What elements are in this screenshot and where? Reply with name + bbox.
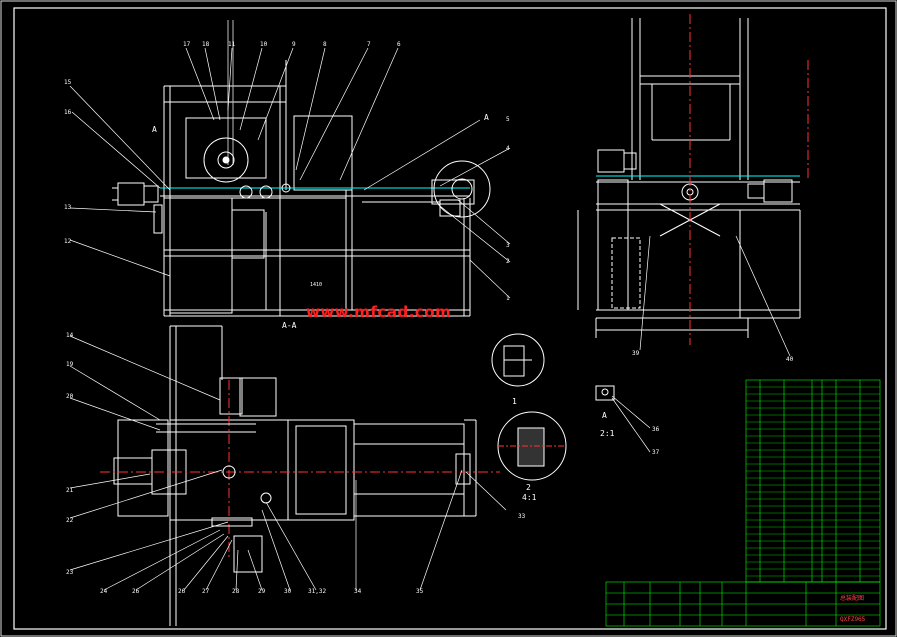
part-30: 30 — [284, 588, 292, 595]
detail-2-scale: 4:1 — [522, 493, 537, 502]
part-16: 16 — [64, 109, 72, 116]
part-25: 26 — [132, 588, 140, 595]
watermark: www.mfcad.com — [306, 303, 452, 321]
part-29: 29 — [258, 588, 266, 595]
part-39: 39 — [632, 350, 640, 357]
part-5: 5 — [506, 116, 510, 123]
part-24: 24 — [100, 588, 108, 595]
section-aa-label: A-A — [282, 321, 297, 330]
part-33: 33 — [518, 513, 526, 520]
title-block-title: 总装配图 — [840, 594, 864, 602]
part-21: 21 — [66, 487, 74, 494]
part-34: 34 — [354, 588, 362, 595]
view-a-label: A — [602, 411, 607, 420]
part-26: 26 — [178, 588, 186, 595]
main-dimension: 1410 — [310, 282, 322, 288]
arrow-a-left: A — [152, 125, 157, 134]
part-20: 20 — [66, 393, 74, 400]
part-9: 9 — [292, 41, 296, 48]
view-a-scale: 2:1 — [600, 429, 615, 438]
part-31-32: 31,32 — [308, 588, 326, 595]
part-6: 6 — [397, 41, 401, 48]
title-block-drawing-no: QXFZ965 — [840, 616, 866, 623]
part-27: 27 — [202, 588, 210, 595]
part-12: 12 — [64, 238, 72, 245]
part-13: 13 — [64, 204, 72, 211]
part-8: 8 — [323, 41, 327, 48]
part-11: 11 — [228, 41, 236, 48]
detail-views — [491, 333, 615, 481]
part-14: 14 — [66, 332, 74, 339]
part-40: 40 — [786, 356, 794, 363]
part-37: 37 — [652, 449, 660, 456]
part-15: 15 — [64, 79, 72, 86]
part-7: 7 — [367, 41, 371, 48]
part-10: 10 — [260, 41, 268, 48]
part-18: 18 — [202, 41, 210, 48]
part-3: 3 — [506, 242, 510, 249]
leader-lines — [69, 47, 791, 591]
parts-list-rows — [746, 386, 880, 577]
part-4: 4 — [506, 145, 510, 152]
part-36: 36 — [652, 426, 660, 433]
part-numbers: 17 18 11 10 9 8 7 6 15 16 13 12 5 4 3 2 … — [64, 41, 794, 595]
side-view — [577, 14, 809, 345]
front-section-view — [112, 20, 491, 317]
inner-border — [13, 7, 887, 630]
part-22: 22 — [66, 517, 74, 524]
part-17: 17 — [183, 41, 191, 48]
part-35: 35 — [416, 588, 424, 595]
plan-view — [100, 325, 500, 626]
part-1: 1 — [506, 295, 510, 302]
part-28: 28 — [232, 588, 240, 595]
title-block — [605, 581, 881, 627]
detail-1-label: 1 — [512, 397, 517, 406]
parts-list-table — [745, 379, 881, 583]
arrow-a-right: A — [484, 113, 489, 122]
detail-2-label: 2 — [526, 483, 531, 492]
part-23: 23 — [66, 569, 74, 576]
part-19: 19 — [66, 361, 74, 368]
part-2: 2 — [506, 258, 510, 265]
view-labels: A-A A A A 2:1 1 2 4:1 1410 — [152, 113, 615, 502]
